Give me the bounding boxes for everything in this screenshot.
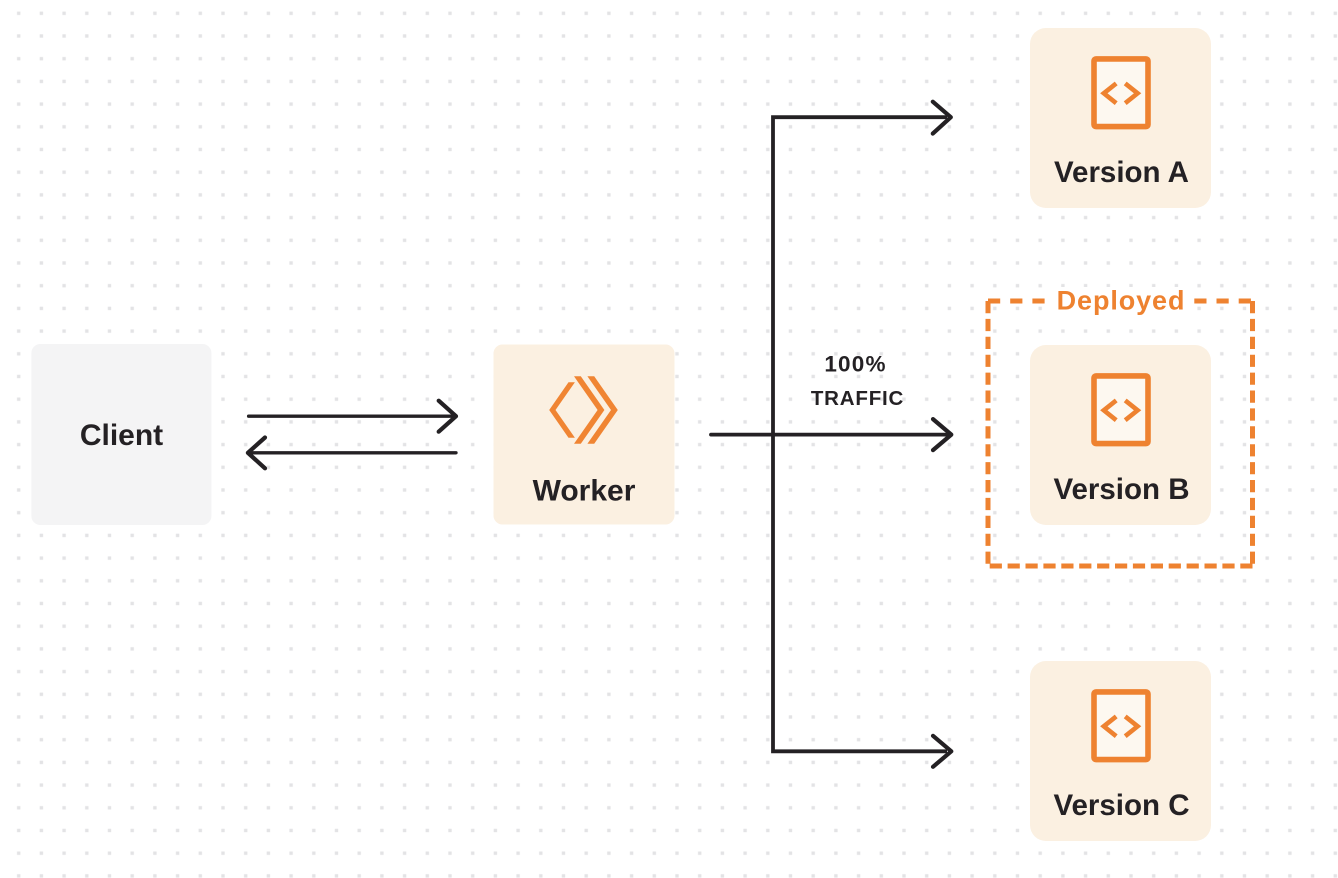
svg-text:Version B: Version B <box>1053 473 1189 506</box>
svg-text:Client: Client <box>80 419 163 452</box>
svg-text:100%: 100% <box>824 351 886 376</box>
svg-text:Deployed: Deployed <box>1057 285 1186 315</box>
svg-text:TRAFFIC: TRAFFIC <box>811 387 904 410</box>
svg-text:Worker: Worker <box>533 475 636 508</box>
svg-text:Version C: Version C <box>1053 789 1189 822</box>
svg-text:Version A: Version A <box>1054 156 1189 189</box>
